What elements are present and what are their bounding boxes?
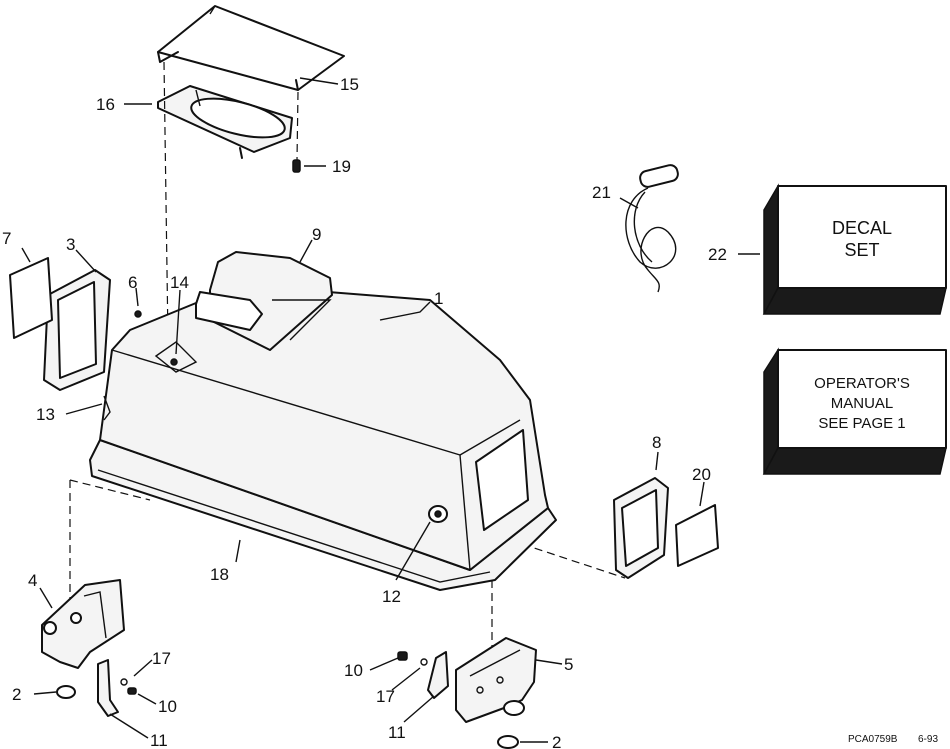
callout-15: 15 (340, 75, 359, 94)
callout-14: 14 (170, 273, 189, 292)
callout-4: 4 (28, 571, 37, 590)
top-cover-part-15 (157, 5, 345, 91)
decal-set-box: DECAL SET (762, 183, 947, 315)
callout-3: 3 (66, 235, 75, 254)
callout-6: 6 (128, 273, 137, 292)
seal-frame-part-16 (157, 85, 293, 159)
callout-10-left: 10 (158, 697, 177, 716)
callout-12: 12 (382, 587, 401, 606)
decal-part-20 (675, 504, 719, 567)
decal-part-7 (9, 257, 53, 339)
right-hardware (397, 651, 449, 699)
callout-18: 18 (210, 565, 229, 584)
callout-9: 9 (312, 225, 321, 244)
latch-bracket-part-5 (455, 637, 537, 749)
decal-box-line2: SET (844, 240, 879, 260)
callout-17-right: 17 (376, 687, 395, 706)
callout-17-left: 17 (152, 649, 171, 668)
screw-part-6 (134, 310, 142, 318)
callout-13: 13 (36, 405, 55, 424)
side-plate-part-3 (43, 269, 111, 391)
callout-11-left: 11 (150, 731, 168, 749)
manual-box-line3: SEE PAGE 1 (818, 415, 905, 432)
callout-11-right: 11 (388, 723, 406, 742)
callout-22: 22 (708, 245, 727, 264)
figure-reference: PCA0759B 6-93 (848, 734, 938, 745)
reference-code: PCA0759B (848, 734, 898, 745)
callout-19: 19 (332, 157, 351, 176)
lanyard-part-21 (625, 164, 679, 293)
operators-manual-box: OPERATOR'S MANUAL SEE PAGE 1 (762, 347, 947, 475)
date-code: 6-93 (918, 734, 938, 745)
callout-2-right: 2 (552, 733, 561, 749)
manual-box-line2: MANUAL (831, 395, 894, 412)
callout-8: 8 (652, 433, 661, 452)
callout-7: 7 (2, 229, 11, 248)
callout-5: 5 (564, 655, 573, 674)
left-hardware (97, 659, 137, 717)
callout-16: 16 (96, 95, 115, 114)
screw-part-19 (292, 159, 301, 173)
manual-box-line1: OPERATOR'S (814, 375, 910, 392)
leader-lines (21, 77, 760, 743)
decal-box-line1: DECAL (832, 218, 892, 238)
callout-20: 20 (692, 465, 711, 484)
latch-bracket-part-4 (41, 579, 125, 699)
callout-10-right: 10 (344, 661, 363, 680)
callout-21: 21 (592, 183, 611, 202)
callout-1: 1 (434, 289, 443, 308)
callout-2-left: 2 (12, 685, 21, 704)
side-panel-part-8 (613, 477, 669, 579)
callout-numbers: 15 16 19 9 1 7 3 6 14 13 21 22 8 20 18 1… (2, 75, 727, 749)
engine-cover-part-1 (89, 251, 557, 591)
